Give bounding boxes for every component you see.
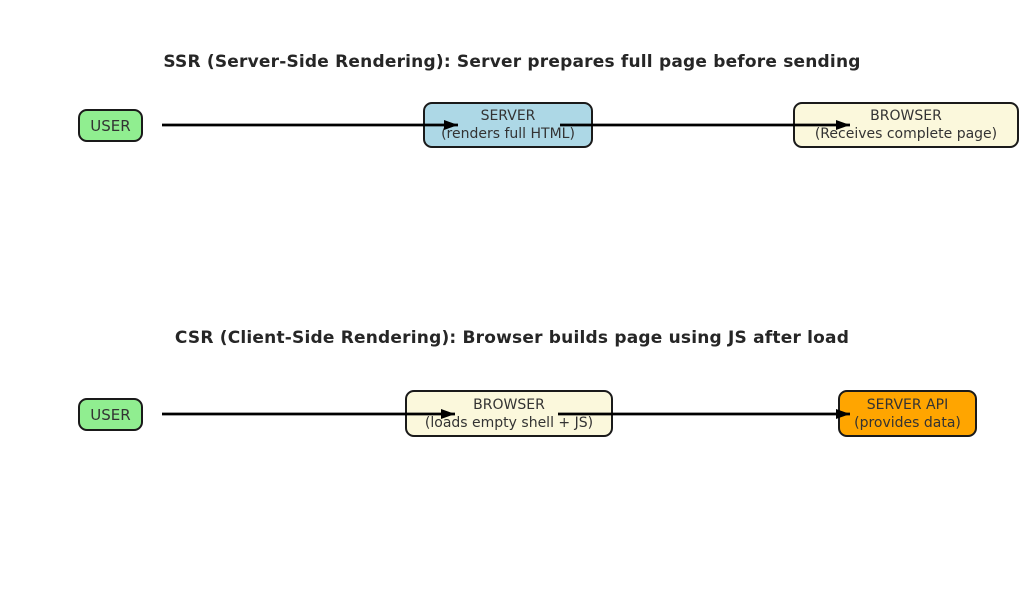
csr-title: CSR (Client-Side Rendering): Browser bui… xyxy=(174,328,850,348)
ssr-node-server: SERVER (renders full HTML) xyxy=(423,102,593,148)
csr-node-user: USER xyxy=(78,398,143,431)
ssr-node-server-sublabel: (renders full HTML) xyxy=(441,126,575,142)
ssr-node-browser-sublabel: (Receives complete page) xyxy=(814,126,998,142)
csr-node-browser-label: BROWSER xyxy=(473,396,545,413)
csr-node-server-api-label: SERVER API xyxy=(866,396,949,413)
ssr-node-server-label: SERVER xyxy=(480,108,536,124)
csr-node-user-label: USER xyxy=(90,405,131,424)
ssr-title: SSR (Server-Side Rendering): Server prep… xyxy=(163,52,861,72)
ssr-node-user-label: USER xyxy=(90,116,131,135)
ssr-node-browser-label: BROWSER xyxy=(870,108,942,124)
csr-node-browser: BROWSER (loads empty shell + JS) xyxy=(405,390,613,437)
ssr-node-user: USER xyxy=(78,109,143,142)
csr-node-server-api-sublabel: (provides data) xyxy=(854,414,961,431)
ssr-node-browser: BROWSER (Receives complete page) xyxy=(793,102,1019,148)
csr-node-server-api: SERVER API (provides data) xyxy=(838,390,977,437)
csr-node-browser-sublabel: (loads empty shell + JS) xyxy=(424,414,594,431)
